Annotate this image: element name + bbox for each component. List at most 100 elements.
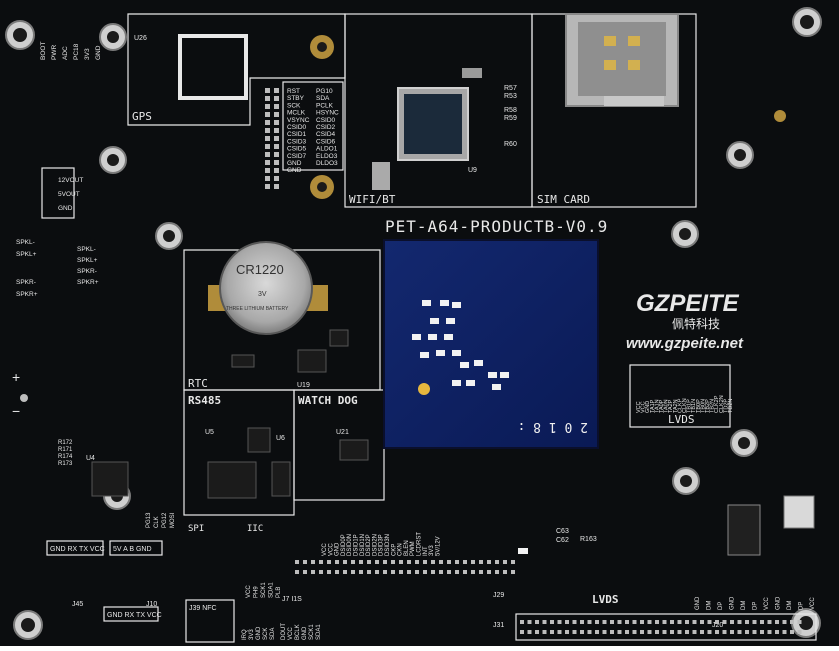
header-pin: [527, 630, 532, 634]
screen-component: [436, 350, 445, 356]
header-pin: [359, 560, 363, 564]
pin-label: SDA: [270, 628, 276, 640]
header-pin: [625, 620, 629, 624]
pin-label: VCC: [810, 597, 816, 610]
header-pin: [265, 136, 270, 141]
header-pin: [495, 560, 499, 564]
pin-label: CSID6: [316, 138, 336, 145]
header-pin: [265, 144, 270, 149]
header-pin: [343, 570, 347, 574]
sim-card-slot: [565, 13, 679, 107]
header-pin: [542, 620, 547, 624]
header-pin: [700, 630, 704, 634]
header-pin: [752, 630, 757, 634]
header-pin: [447, 570, 451, 574]
header-pin: [670, 620, 674, 624]
pin-label: R174: [58, 454, 73, 460]
header-pin: [640, 620, 644, 624]
pin-label: TB1N: [691, 399, 697, 413]
header-pin: [439, 560, 443, 564]
pin-label: CLK2N: [719, 395, 725, 413]
pin-label: BCLK: [295, 624, 301, 640]
pin-label: SPKR+: [16, 291, 38, 298]
pin-label: 5V/12V: [435, 536, 441, 556]
section-label-lvds-bottom: LVDS: [592, 593, 619, 606]
header-pin: [383, 570, 387, 574]
header-pin: [274, 88, 279, 93]
header-pin: [303, 560, 307, 564]
header-pin: [303, 570, 307, 574]
pin-label: GND: [95, 45, 102, 60]
uart-label-2: 5V A B GND: [113, 546, 152, 553]
header-pin: [351, 570, 355, 574]
header-pin: [375, 560, 379, 564]
header-pin: [407, 560, 411, 564]
pin-label: SCK1: [309, 624, 315, 640]
screen-component: [452, 350, 461, 356]
header-pin: [295, 560, 299, 564]
header-pin: [797, 620, 802, 624]
cap-label-c63: C63: [556, 528, 569, 535]
header-pin: [487, 570, 491, 574]
board-title: PET-A64-PRODUCTB-V0.9: [385, 217, 608, 236]
pin-label: SPKL+: [16, 251, 37, 258]
header-pin: [535, 630, 539, 634]
header-pin: [274, 104, 279, 109]
header-pin: [587, 630, 592, 634]
header-pin: [715, 620, 719, 624]
header-pin: [745, 620, 749, 624]
header-pin: [572, 630, 577, 634]
header-pin: [423, 570, 427, 574]
header-pin: [415, 560, 419, 564]
connector-label-j20: J20: [712, 622, 723, 629]
header-pin: [265, 168, 270, 173]
section-label-wifi: WIFI/BT: [349, 193, 396, 206]
pin-label: SDA: [316, 95, 330, 102]
header-pin: [692, 620, 697, 624]
header-pin: [274, 152, 279, 157]
header-pin: [647, 620, 652, 624]
header-pin: [265, 88, 270, 93]
header-pin: [610, 620, 614, 624]
header-pin: [542, 630, 547, 634]
header-pin: [274, 128, 279, 133]
pin-label: VCC: [764, 597, 770, 610]
gps-module: U26: [134, 34, 248, 100]
header-pin: [265, 120, 270, 125]
header-pin: [274, 144, 279, 149]
pin-label: VCC: [246, 585, 252, 598]
header-pin: [790, 630, 794, 634]
pin-label: CLKP: [677, 398, 683, 413]
pin-label: GND: [776, 596, 782, 610]
battery-brand: THREE LITHIUM BATTERY: [226, 306, 289, 312]
pin-label: PLB: [276, 587, 282, 598]
header-pin: [550, 620, 554, 624]
pin-label: RST: [287, 88, 300, 95]
pin-label: GND: [335, 542, 341, 556]
pin-label: CLK2P: [714, 395, 720, 413]
header-pin: [463, 560, 467, 564]
chip-label-u19: U19: [297, 382, 310, 389]
pin-label: BOOT: [40, 42, 47, 60]
pin-label: IRQ: [242, 629, 248, 640]
header-pin: [319, 560, 323, 564]
header-pin: [782, 630, 787, 634]
pin-label: TA2P: [668, 399, 674, 413]
pin-label: R59: [504, 115, 517, 122]
pin-label: 12VOUT: [58, 177, 83, 184]
header-pin: [745, 630, 749, 634]
pin-label: LCDRST: [417, 532, 423, 556]
pin-label: GND: [302, 626, 308, 640]
header-pin: [463, 570, 467, 574]
pin-label: DM: [741, 601, 747, 610]
section-label-watchdog: WATCH DOG: [298, 394, 358, 407]
pin-headers: [295, 560, 817, 641]
header-pin: [685, 620, 689, 624]
header-pin: [767, 620, 772, 624]
pin-label: TA0N: [664, 399, 670, 413]
header-pin: [700, 620, 704, 624]
header-pin: [274, 120, 279, 125]
